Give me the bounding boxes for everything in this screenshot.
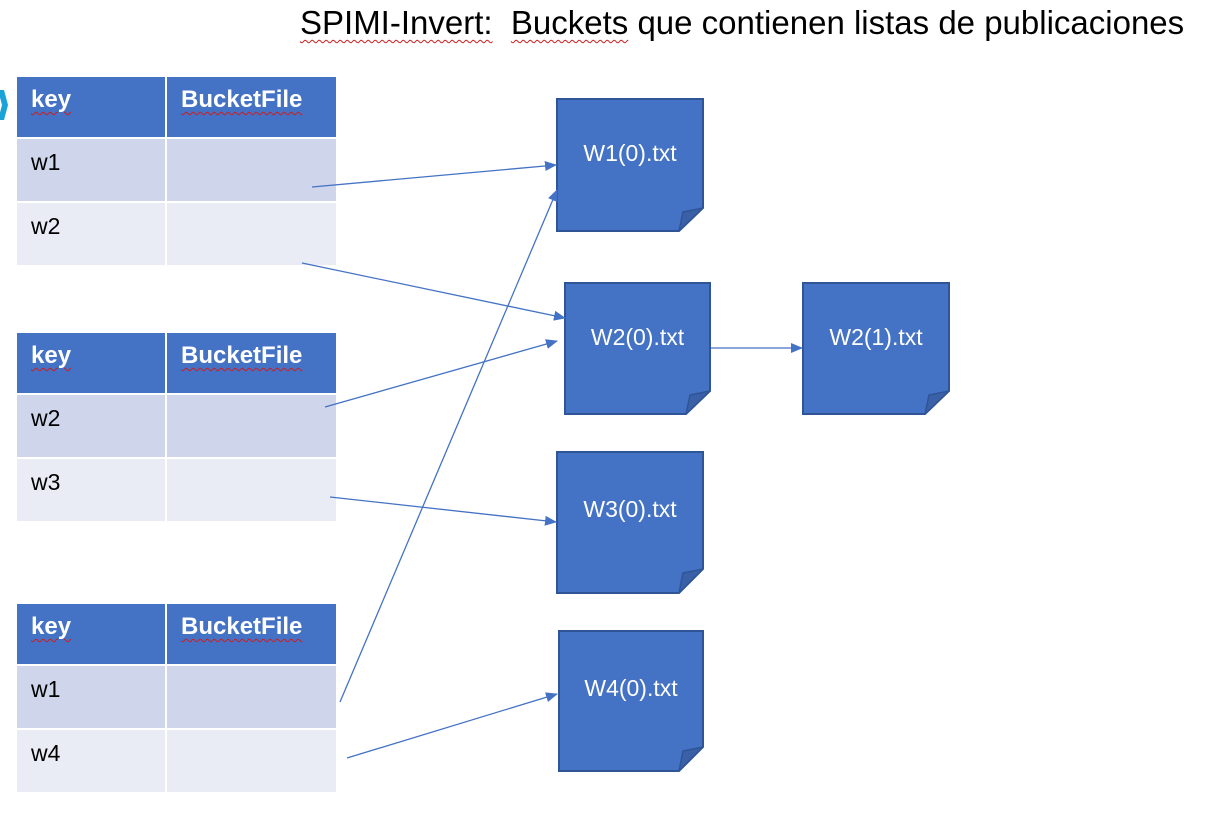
- table-row: w2: [15, 393, 338, 459]
- table-header-row: key BucketFile: [15, 75, 338, 139]
- file-label: W3(0).txt: [583, 496, 677, 522]
- header-bucketfile: BucketFile: [165, 331, 338, 395]
- bucket-table-2: key BucketFile w2 w3: [15, 331, 338, 523]
- header-bucketfile: BucketFile: [165, 75, 338, 139]
- title-prefix: SPIMI-Invert:: [300, 4, 493, 41]
- table-row: w4: [15, 728, 338, 794]
- table-row: w3: [15, 457, 338, 523]
- document-icon: [564, 282, 713, 417]
- title-rest: que contienen listas de publicaciones: [628, 4, 1185, 41]
- file-w4-0: W4(0).txt: [558, 630, 706, 774]
- bucket-cell: [165, 664, 338, 730]
- bucket-table-3: key BucketFile w1 w4: [15, 602, 338, 794]
- file-w1-0: W1(0).txt: [556, 98, 706, 234]
- bucket-cell: [165, 201, 338, 267]
- header-key: key: [15, 602, 167, 666]
- file-label: W1(0).txt: [583, 140, 677, 166]
- table-header-row: key BucketFile: [15, 602, 338, 666]
- file-label: W2(0).txt: [590, 324, 685, 350]
- bucket-table-1: key BucketFile w1 w2: [15, 75, 338, 267]
- document-icon: [558, 630, 706, 774]
- slide-marker-icon: [0, 90, 8, 120]
- arrow-t1-w1-to-w1-0: [311, 161, 557, 188]
- file-label: W4(0).txt: [584, 675, 678, 701]
- table-row: w1: [15, 137, 338, 203]
- key-cell: w1: [15, 137, 167, 203]
- header-key: key: [15, 75, 167, 139]
- header-key: key: [15, 331, 167, 395]
- table-row: w1: [15, 664, 338, 730]
- page-title: SPIMI-Invert: Buckets que contienen list…: [300, 4, 1184, 42]
- document-icon: [802, 282, 952, 417]
- arrow-t2-w2-to-w2-0: [324, 339, 558, 408]
- bucket-cell: [165, 393, 338, 459]
- header-bucketfile: BucketFile: [165, 602, 338, 666]
- key-cell: w2: [15, 393, 167, 459]
- bucket-cell: [165, 457, 338, 523]
- key-cell: w4: [15, 728, 167, 794]
- arrow-t3-w4-to-w4-0: [346, 692, 558, 759]
- file-w2-0: W2(0).txt: [564, 282, 713, 417]
- key-cell: w2: [15, 201, 167, 267]
- table-header-row: key BucketFile: [15, 331, 338, 395]
- key-cell: w1: [15, 664, 167, 730]
- table-row: w2: [15, 201, 338, 267]
- bucket-cell: [165, 728, 338, 794]
- arrow-t2-w3-to-w3-0: [329, 496, 557, 526]
- bucket-cell: [165, 137, 338, 203]
- title-buckets-word: Buckets: [510, 4, 629, 41]
- file-w2-1: W2(1).txt: [802, 282, 952, 417]
- key-cell: w3: [15, 457, 167, 523]
- file-w3-0: W3(0).txt: [556, 451, 706, 596]
- file-label: W2(1).txt: [829, 324, 923, 350]
- arrow-t1-w2-to-w2-0: [301, 262, 566, 321]
- arrow-t3-w1-to-w1-0: [339, 189, 558, 703]
